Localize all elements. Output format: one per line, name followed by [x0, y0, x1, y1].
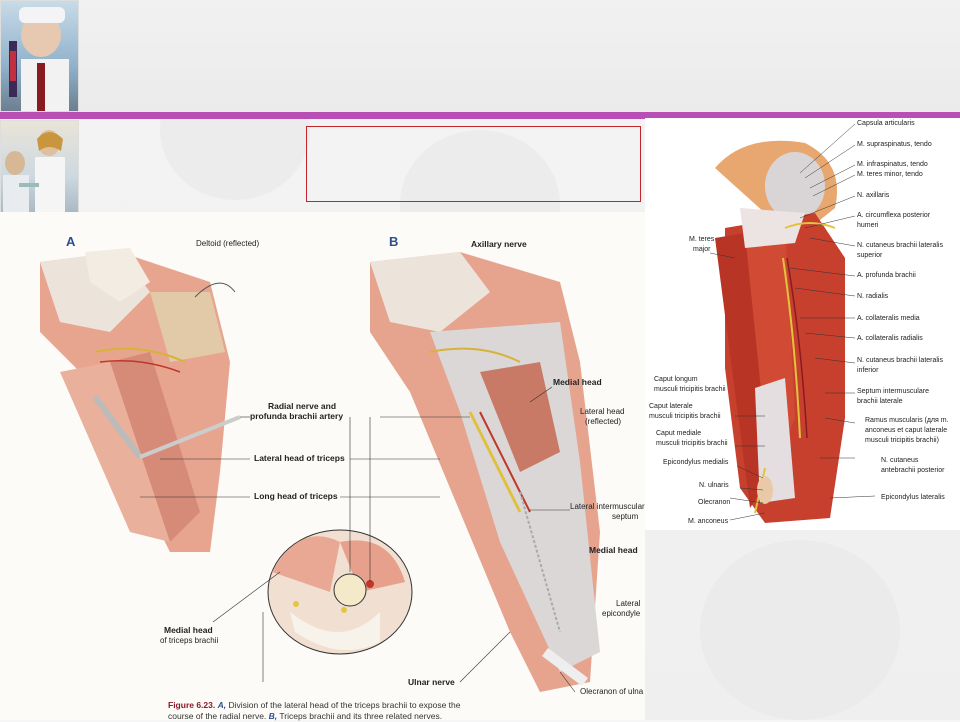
label-cutaneus-sup-1: N. cutaneus brachii lateralis — [857, 242, 943, 249]
label-profunda: A. profunda brachii — [857, 272, 916, 279]
label-cutaneus-inf-1: N. cutaneus brachii lateralis — [857, 357, 943, 364]
label-n-ulnaris: N. ulnaris — [699, 482, 729, 489]
label-ulnar-nerve: Ulnar nerve — [408, 677, 455, 687]
triceps-anatomy-illustration — [40, 248, 600, 693]
panel-b-letter: B — [389, 234, 399, 249]
label-teres-major-2: major — [693, 246, 711, 253]
figure-caption: Figure 6.23. A, Division of the lateral … — [168, 700, 638, 722]
label-antebrachii-2: antebrachii posterior — [881, 467, 945, 474]
label-teres-minor: M. teres minor, tendo — [857, 171, 923, 178]
label-teres-major-1: M. teres — [689, 236, 715, 243]
label-coll-radialis: A. collateralis radialis — [857, 335, 923, 342]
arm-anatomy-panel: Capsula articularis M. supraspinatus, te… — [645, 118, 960, 530]
caption-figure-label: Figure 6.23. — [168, 700, 216, 710]
label-cutaneus-inf-2: inferior — [857, 367, 879, 374]
label-radial-nerve-1: Radial nerve and — [268, 401, 337, 411]
doctor-photo — [0, 0, 79, 112]
label-lateral-head-reflected-1: Lateral head — [580, 407, 625, 416]
label-epicondylus-lateralis: Epicondylus lateralis — [881, 494, 945, 501]
label-coll-media: A. collateralis media — [857, 315, 920, 322]
title-placeholder[interactable] — [306, 126, 641, 202]
label-epicondylus-medialis: Epicondylus medialis — [663, 459, 729, 466]
caption-line-2-end: Triceps brachii and its three related ne… — [279, 711, 443, 721]
label-axillaris: N. axillaris — [857, 192, 890, 199]
label-ramus-2: anconeus et caput laterale — [865, 427, 948, 434]
header-band — [0, 0, 960, 112]
caption-line-2-start: course of the radial nerve. — [168, 711, 267, 721]
label-anconeus: M. anconeus — [688, 518, 729, 525]
label-caput-longum-1: Caput longum — [654, 376, 698, 383]
arm-anatomy-illustration — [709, 123, 876, 523]
label-circumflexa-2: humeri — [857, 222, 879, 229]
label-caput-longum-2: musculi tricipitis brachii — [654, 386, 726, 393]
scientists-illustration — [3, 130, 65, 213]
label-caput-mediale-2: musculi tricipitis brachii — [656, 440, 728, 447]
label-lateral-epicondyle-2: epicondyle — [602, 609, 641, 618]
label-ramus-3: musculi tricipitis brachii) — [865, 437, 939, 444]
caption-a: A, — [217, 700, 227, 710]
label-ramus-1: Ramus muscularis (для m. — [865, 417, 949, 424]
background-ghost-figure — [700, 540, 900, 720]
doctor-illustration — [9, 7, 69, 111]
scientists-photo — [0, 120, 79, 214]
caption-b: B, — [268, 711, 278, 721]
label-olecranon: Olecranon — [698, 499, 731, 506]
label-antebrachii-1: N. cutaneus — [881, 457, 919, 464]
label-caput-laterale-1: Caput laterale — [649, 403, 693, 410]
label-radialis: N. radialis — [857, 293, 889, 300]
label-long-head-triceps: Long head of triceps — [254, 491, 338, 501]
label-caput-mediale-1: Caput mediale — [656, 430, 702, 437]
label-septum-1: Septum intermusculare — [857, 388, 929, 395]
label-axillary-nerve: Axillary nerve — [471, 239, 527, 249]
accent-divider — [0, 112, 960, 119]
label-infraspinatus: M. infraspinatus, tendo — [857, 161, 928, 168]
label-lateral-intermuscular-1: Lateral intermuscular — [570, 502, 645, 511]
label-medial-head-tb-1: Medial head — [164, 625, 213, 635]
label-septum-2: brachii laterale — [857, 398, 903, 405]
triceps-figure-panel: A B Deltoid (reflected) Axillary nerve R… — [0, 212, 645, 720]
label-medial-head-right: Medial head — [589, 545, 638, 555]
caption-line-1: Division of the lateral head of the tric… — [228, 700, 461, 710]
label-circumflexa-1: A. circumflexa posterior — [857, 212, 931, 219]
panel-a-letter: A — [66, 234, 76, 249]
label-medial-head-tb-2: of triceps brachii — [160, 636, 219, 645]
label-lateral-intermuscular-2: septum — [612, 512, 639, 521]
label-capsula: Capsula articularis — [857, 120, 915, 127]
label-lateral-head-triceps: Lateral head of triceps — [254, 453, 345, 463]
label-cutaneus-sup-2: superior — [857, 252, 883, 259]
label-deltoid: Deltoid (reflected) — [196, 239, 260, 248]
label-radial-nerve-2: profunda brachii artery — [250, 411, 344, 421]
label-lateral-epicondyle-1: Lateral — [616, 599, 641, 608]
label-medial-head-top: Medial head — [553, 377, 602, 387]
label-caput-laterale-2: musculi tricipitis brachii — [649, 413, 721, 420]
label-supraspinatus: M. supraspinatus, tendo — [857, 141, 932, 148]
label-olecranon-ulna: Olecranon of ulna — [580, 687, 644, 696]
label-lateral-head-reflected-2: (reflected) — [585, 417, 622, 426]
